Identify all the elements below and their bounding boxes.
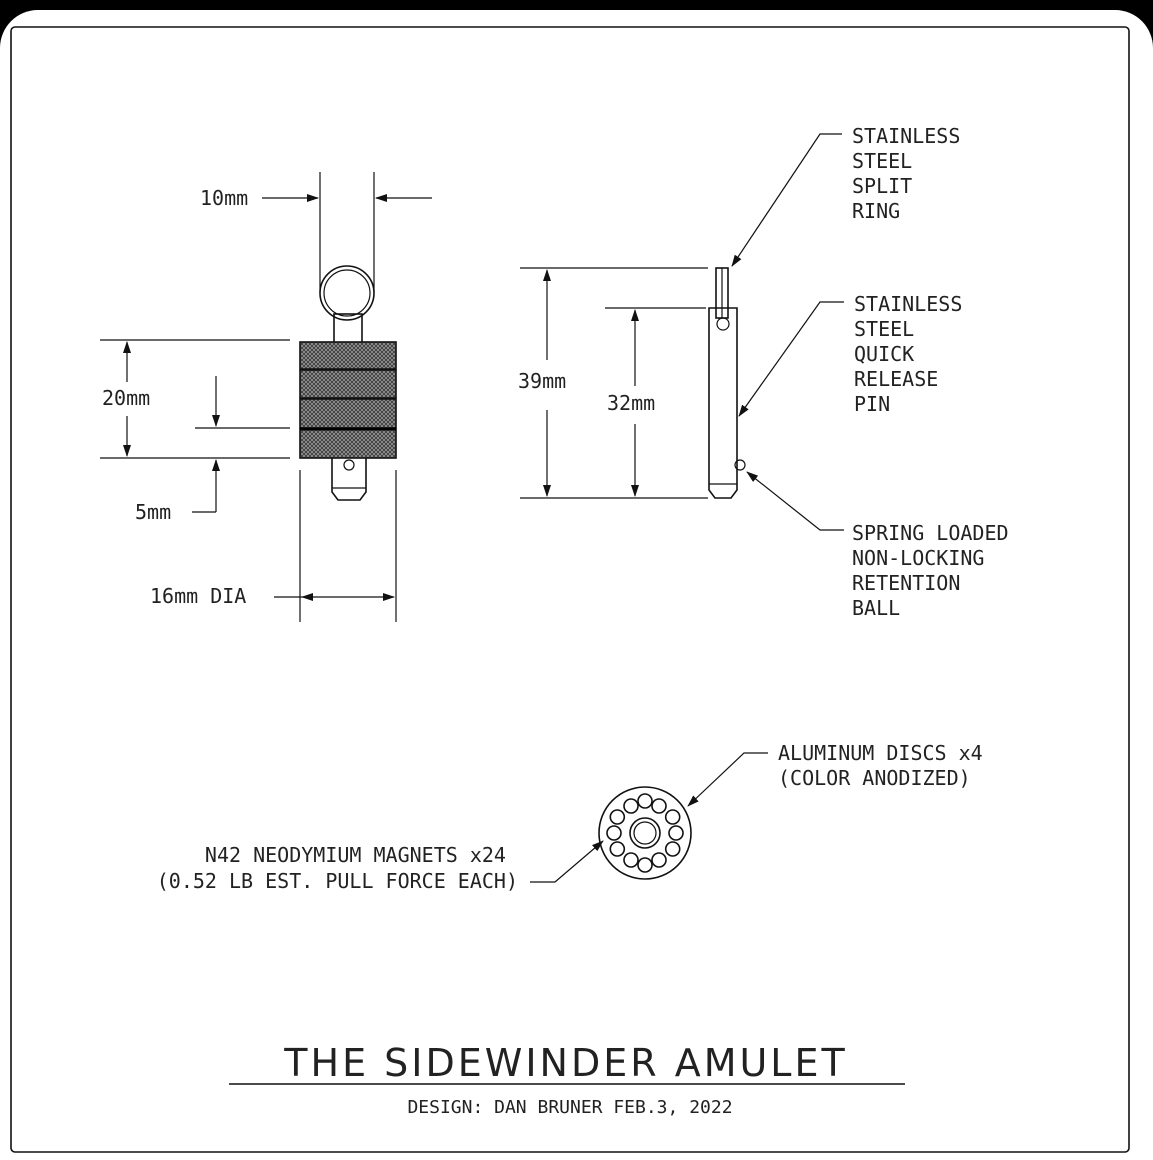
disc-outline (598, 786, 692, 880)
center-hole (629, 817, 661, 849)
callout-magnets: N42 NEODYMIUM MAGNETS x24 (0.52 LB EST. … (157, 843, 518, 893)
drawing-title: THE SIDEWINDER AMULET (283, 1041, 847, 1085)
callout-aluminum-discs: ALUMINUM DISCS x4 (COLOR ANODIZED) (778, 741, 995, 790)
quick-release-pin (708, 307, 738, 499)
callout-split-ring: STAINLESS STEEL SPLIT RING (852, 124, 972, 223)
magnets (606, 793, 684, 873)
dim-total-height: 39mm (518, 369, 566, 393)
pin-bottom (331, 458, 367, 501)
end-view: ALUMINUM DISCS x4 (COLOR ANODIZED) N42 N… (157, 741, 995, 893)
dim-diameter: 16mm DIA (150, 584, 246, 608)
technical-drawing: 10mm 20mm 5mm 16mm DIA 39 (10, 26, 1130, 1153)
title-block: THE SIDEWINDER AMULET DESIGN: DAN BRUNER… (229, 1041, 905, 1118)
dim-disc-thickness: 5mm (135, 500, 171, 524)
drawing-border (10, 26, 1130, 1153)
side-view: 39mm 32mm STAINLESS STEEL SPLIT RING STA… (518, 124, 1021, 620)
retention-ball-side (734, 459, 746, 471)
split-ring (319, 265, 375, 321)
dim-body-height: 20mm (102, 386, 150, 410)
callout-quick-release-pin: STAINLESS STEEL QUICK RELEASE PIN (854, 292, 974, 416)
callout-retention-ball: SPRING LOADED NON-LOCKING RETENTION BALL (852, 521, 1021, 620)
aluminum-discs (299, 341, 397, 459)
front-view: 10mm 20mm 5mm 16mm DIA (100, 172, 432, 622)
dim-pin-height: 32mm (607, 391, 655, 415)
drawing-sheet: 10mm 20mm 5mm 16mm DIA 39 (0, 10, 1153, 1160)
pin-hole (716, 317, 730, 331)
retention-ball (343, 459, 355, 471)
dim-ring-width: 10mm (200, 186, 248, 210)
drawing-subtitle: DESIGN: DAN BRUNER FEB.3, 2022 (407, 1097, 732, 1118)
